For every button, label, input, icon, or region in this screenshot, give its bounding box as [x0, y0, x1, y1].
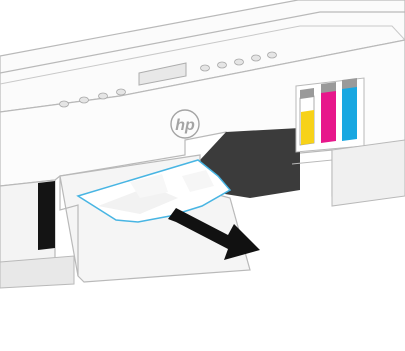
ink-tank-yellow [301, 110, 314, 145]
printer-left-base-bottom [0, 256, 74, 288]
control-button [252, 55, 261, 61]
ink-tank-cyan [342, 86, 357, 141]
control-button [235, 59, 244, 65]
control-button [218, 62, 227, 68]
control-button [60, 101, 69, 107]
ink-tank-magenta [321, 90, 336, 143]
printer-right-base [332, 140, 405, 206]
ground-shadow [0, 300, 405, 351]
door-handle [38, 181, 55, 250]
control-button [99, 93, 108, 99]
ink-tank-window [296, 78, 364, 152]
control-button [268, 52, 277, 58]
control-button [201, 65, 210, 71]
control-button [117, 89, 126, 95]
svg-text:hp: hp [175, 117, 195, 134]
control-button [80, 97, 89, 103]
